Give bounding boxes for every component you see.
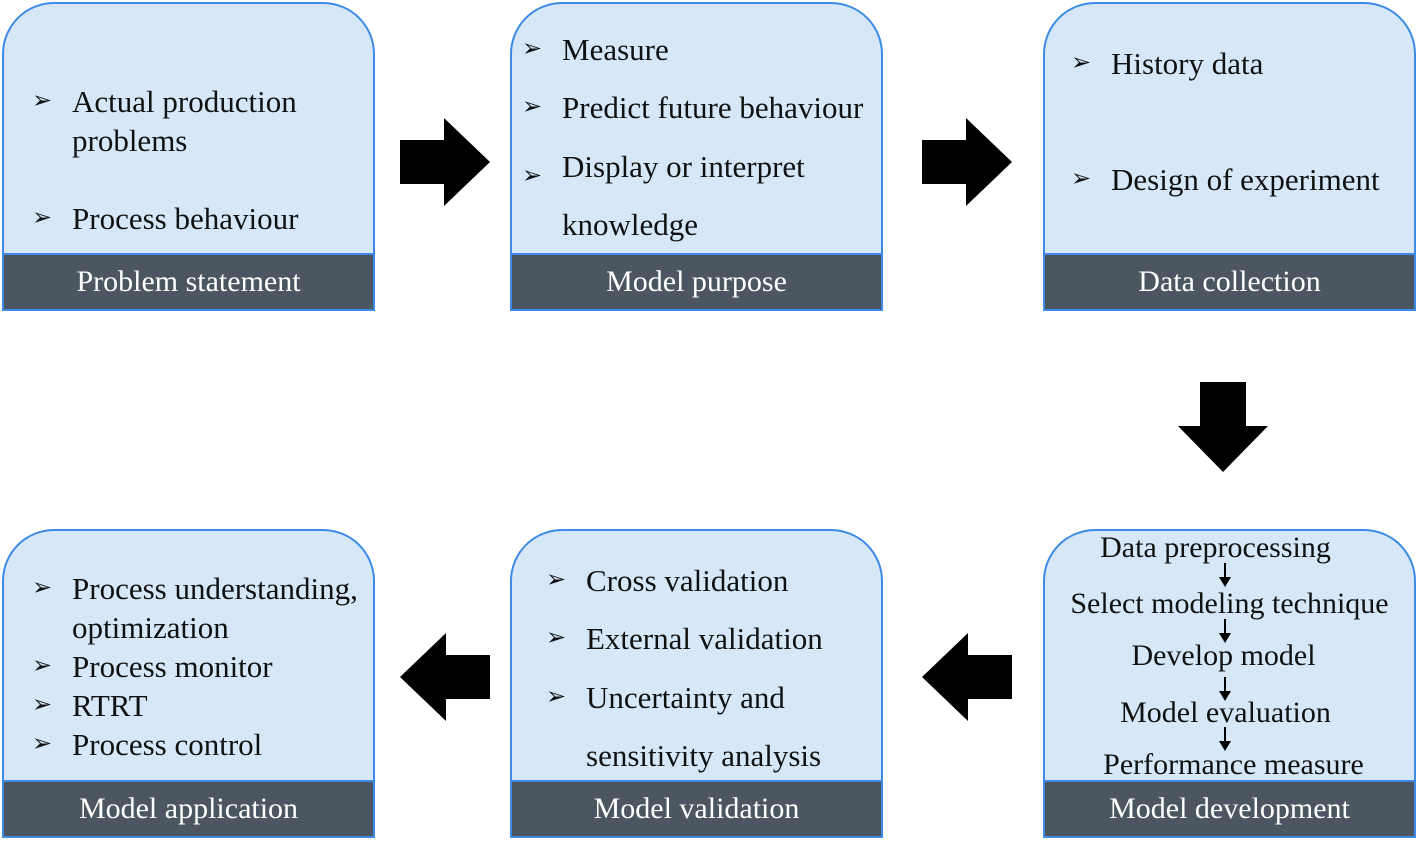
bullet-arrow-icon: ➢ [522,94,543,120]
process-step: Data preprocessing [1100,531,1331,564]
down-arrow-icon [1218,563,1231,587]
bullet-arrow-icon: ➢ [546,684,567,710]
bullet-text-continued: sensitivity analysis [586,738,822,773]
bullet-arrow-icon: ➢ [522,36,543,62]
left-arrow-icon [400,633,490,721]
bullet-item: ➢ RTRT [32,686,148,725]
bullet-item: ➢ Process understanding, optimization [32,569,358,647]
bullet-item: ➢ Display or interpret knowledge [522,147,805,244]
card-title: Model application [2,780,375,838]
bullet-arrow-icon: ➢ [546,625,567,651]
bullet-text-continued: knowledge [562,207,699,242]
bullet-arrow-icon: ➢ [32,653,53,679]
bullet-text: Measure [562,32,669,67]
model-application-body: ➢ Process understanding, optimization ➢ … [2,529,375,781]
bullet-item: ➢ External validation [546,619,823,658]
bullet-item: ➢ Design of experiment [1071,160,1380,199]
model-development-card: Data preprocessing Select modeling techn… [1043,529,1416,838]
model-purpose-body: ➢ Measure ➢ Predict future behaviour ➢ D… [510,2,883,254]
bullet-arrow-icon: ➢ [1071,50,1092,76]
bullet-item: ➢ Process monitor [32,647,273,686]
model-validation-body: ➢ Cross validation ➢ External validation… [510,529,883,781]
down-arrow-icon [1218,727,1231,751]
process-step: Model evaluation [1120,696,1331,729]
card-title: Data collection [1043,253,1416,311]
process-step: Select modeling technique [1070,587,1389,620]
bullet-arrow-icon: ➢ [32,731,53,757]
bullet-arrow-icon: ➢ [32,575,53,601]
card-title: Problem statement [2,253,375,311]
bullet-item: ➢ Process control [32,725,262,764]
process-step: Develop model [1131,639,1316,672]
bullet-item: ➢ Uncertainty and sensitivity analysis [546,678,821,775]
bullet-text: Cross validation [586,563,789,598]
problem-statement-card: ➢ Actual production problems ➢ Process b… [2,2,375,311]
bullet-text: Process control [72,727,263,762]
down-arrow-icon [1178,382,1268,472]
bullet-text: RTRT [72,688,148,723]
bullet-text-continued: optimization [72,610,229,645]
bullet-text: Process understanding, [72,571,358,606]
right-arrow-icon [400,118,490,206]
down-arrow-icon [1218,677,1231,701]
bullet-arrow-icon: ➢ [32,205,53,231]
bullet-item: ➢ Cross validation [546,561,788,600]
bullet-text: Actual production [72,84,297,119]
model-development-body: Data preprocessing Select modeling techn… [1043,529,1416,781]
model-purpose-card: ➢ Measure ➢ Predict future behaviour ➢ D… [510,2,883,311]
bullet-arrow-icon: ➢ [522,163,543,189]
bullet-text: Process behaviour [72,201,299,236]
bullet-arrow-icon: ➢ [546,567,567,593]
bullet-text: History data [1111,46,1264,81]
bullet-arrow-icon: ➢ [1071,166,1092,192]
data-collection-card: ➢ History data ➢ Design of experiment Da… [1043,2,1416,311]
bullet-arrow-icon: ➢ [32,692,53,718]
bullet-item: ➢ Measure [522,30,669,69]
bullet-item: ➢ Actual production problems [32,82,297,160]
bullet-text-continued: problems [72,123,188,158]
bullet-text: Process monitor [72,649,273,684]
bullet-text: Predict future behaviour [562,90,864,125]
bullet-arrow-icon: ➢ [32,88,53,114]
model-validation-card: ➢ Cross validation ➢ External validation… [510,529,883,838]
model-application-card: ➢ Process understanding, optimization ➢ … [2,529,375,838]
process-step: Performance measure [1103,748,1364,781]
bullet-text: Display or interpret [562,149,805,184]
data-collection-body: ➢ History data ➢ Design of experiment [1043,2,1416,254]
bullet-text: External validation [586,621,823,656]
card-title: Model validation [510,780,883,838]
bullet-item: ➢ Predict future behaviour [522,88,863,127]
bullet-text: Design of experiment [1111,162,1380,197]
down-arrow-icon [1218,619,1231,643]
right-arrow-icon [922,118,1012,206]
bullet-item: ➢ History data [1071,44,1263,83]
bullet-item: ➢ Process behaviour [32,199,298,238]
bullet-text: Uncertainty and [586,680,785,715]
problem-statement-body: ➢ Actual production problems ➢ Process b… [2,2,375,254]
card-title: Model purpose [510,253,883,311]
card-title: Model development [1043,780,1416,838]
left-arrow-icon [922,633,1012,721]
